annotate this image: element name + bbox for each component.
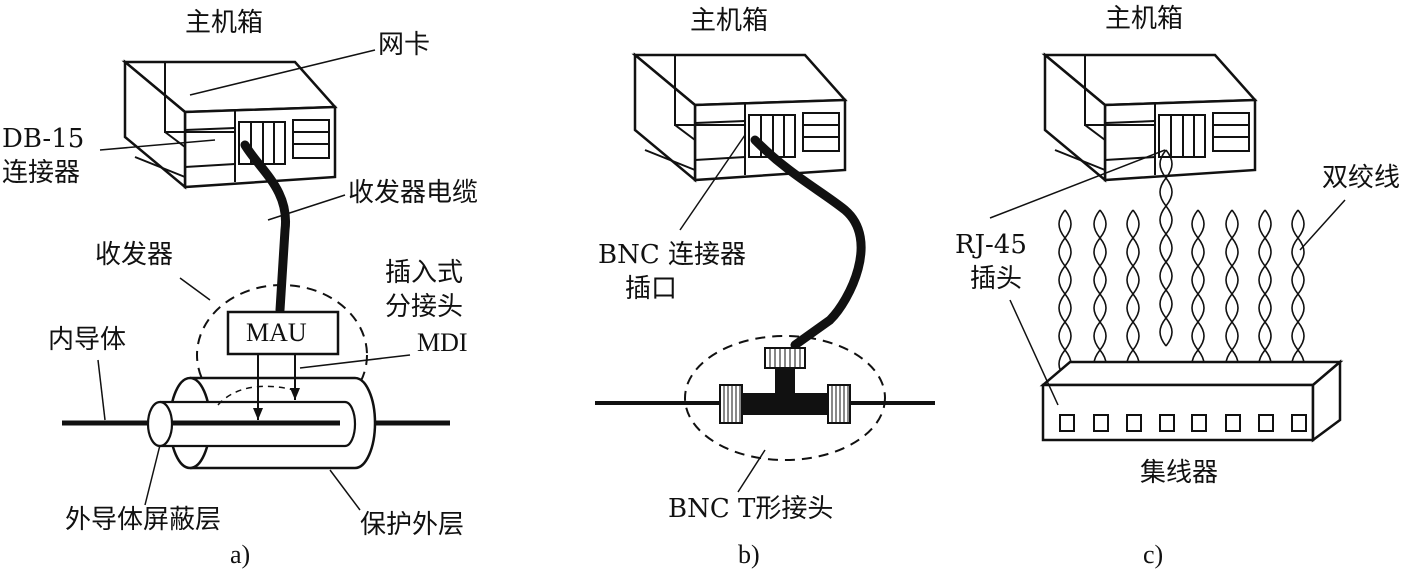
bnc-t-label: BNC T形接头 [668,494,834,524]
bnc-t-outline [684,335,886,461]
hub-ports [1059,414,1307,432]
jacket-label: 保护外层 [360,510,465,540]
host-label-a: 主机箱 [185,8,264,38]
twisted-pair-label: 双绞线 [1322,163,1401,193]
tap-label-line1: 插入式 [385,258,464,288]
host-computer-a [123,60,337,189]
panel-b [595,53,935,493]
caption-a: a) [230,540,251,569]
host-label-c: 主机箱 [1105,4,1184,34]
panel-c [989,53,1346,443]
host-computer-c [1043,53,1257,182]
bnc-nut-top [764,347,806,369]
host-label-b: 主机箱 [690,6,769,36]
bnc-port-label-line1: BNC 连接器 [598,240,747,270]
mdi-label: MDI [417,328,468,357]
bnc-cable [750,135,866,350]
db15-label: DB-15 [2,124,85,154]
bnc-nut-right [827,384,851,424]
inner-conductor-label: 内导体 [48,325,127,355]
rj45-label-line2: 插头 [970,264,1023,294]
outer-shield-label: 外导体屏蔽层 [65,505,222,535]
bnc-nut-left [719,384,743,424]
bnc-t-body [740,393,830,415]
transceiver-cable-label: 收发器电缆 [348,178,479,208]
nic-label: 网卡 [378,30,431,60]
tap-label-line2: 分接头 [385,292,464,322]
twisted-pair-4 [1159,149,1173,347]
host-computer-b [633,53,847,182]
caption-b: b) [738,540,760,569]
rj45-label-line1: RJ-45 [955,230,1027,260]
db15-connector-label: 连接器 [2,158,81,188]
mau-label: MAU [246,318,307,347]
panel-a [62,49,450,511]
hub-label: 集线器 [1140,458,1219,488]
mau-box [226,310,340,356]
bnc-port-label-line2: 插口 [625,274,678,304]
transceiver-label: 收发器 [95,240,174,270]
caption-c: c) [1143,540,1164,569]
transceiver-cable [240,140,291,315]
